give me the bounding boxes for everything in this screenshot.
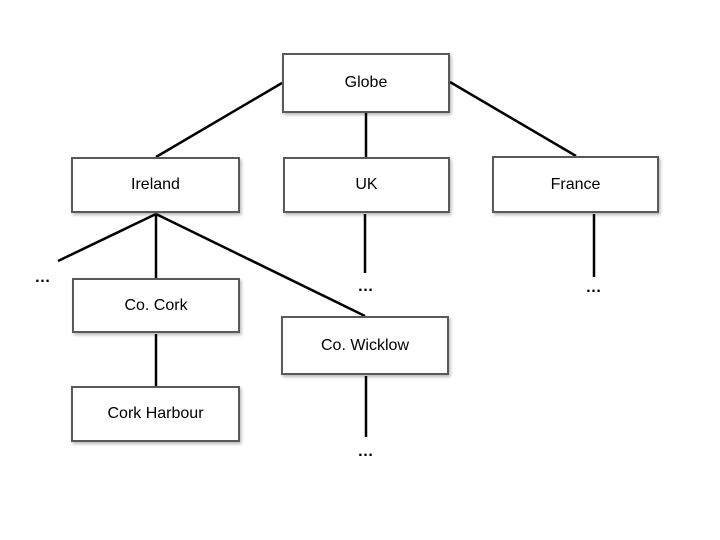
edge-ireland-cowicklow <box>155 212 366 318</box>
ellipsis-co-wicklow-more: … <box>357 443 375 460</box>
node-uk: UK <box>283 157 450 213</box>
ellipsis-ireland-more: … <box>34 269 52 286</box>
node-ireland: Ireland <box>71 157 240 213</box>
node-co-cork: Co. Cork <box>72 278 240 333</box>
ellipsis-uk-more: … <box>357 278 375 295</box>
edge-ireland-ellipsis <box>57 212 157 263</box>
edge-globe-ireland <box>155 81 283 159</box>
node-france: France <box>492 156 659 213</box>
ellipsis-france-more: … <box>585 279 603 296</box>
node-cork-harbour: Cork Harbour <box>71 386 240 442</box>
edge-globe-france <box>449 80 577 158</box>
node-globe: Globe <box>282 53 450 113</box>
node-co-wicklow: Co. Wicklow <box>281 316 449 375</box>
